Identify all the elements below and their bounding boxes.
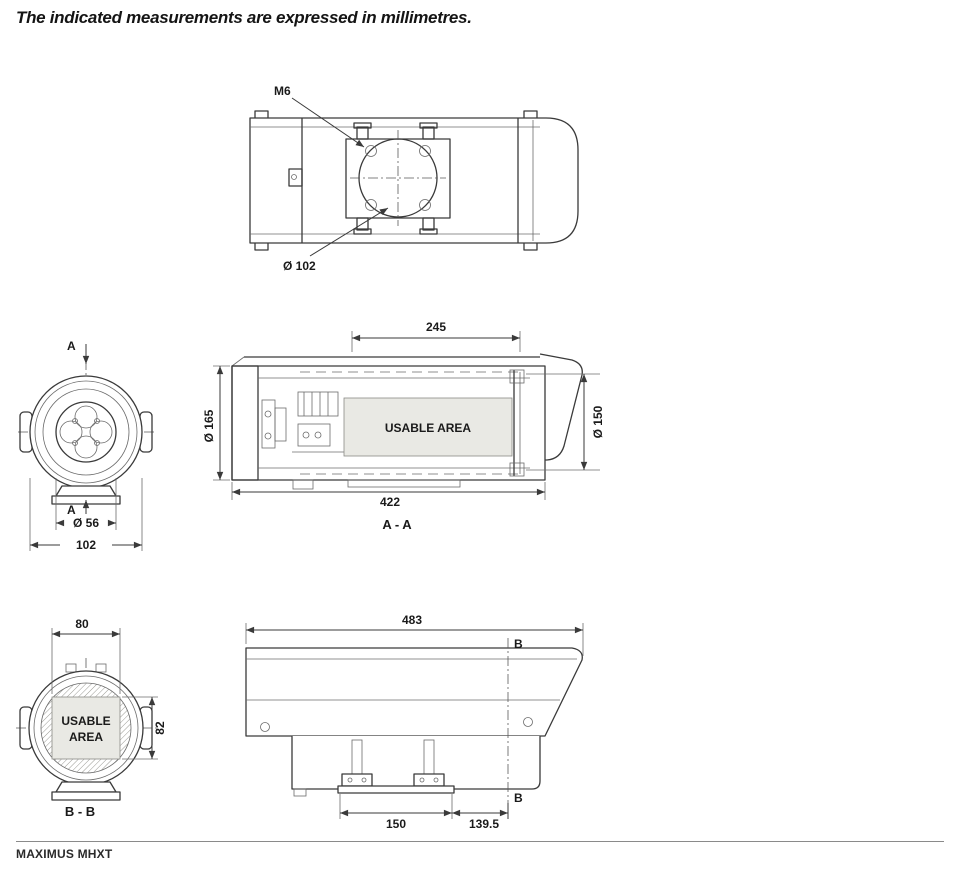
sunshield-side [245, 647, 583, 737]
dia56-label: Ø 56 [73, 516, 99, 530]
units-note: The indicated measurements are expressed… [16, 8, 472, 27]
front-view-b: USABLE AREA 80 82 B - B [16, 617, 167, 819]
usable-area-label: USABLE AREA [385, 421, 472, 435]
front-view-a: A A Ø 56 102 [18, 339, 154, 552]
latch [288, 168, 303, 187]
section-b-bottom-label: B [514, 791, 523, 805]
dia150-label: Ø 150 [591, 405, 605, 438]
section-a-bottom-label: A [67, 503, 76, 517]
usable-area-line1: USABLE [61, 714, 110, 728]
mount-foot-left [341, 773, 373, 787]
dim82-label: 82 [153, 721, 167, 735]
bottom-bracket [55, 485, 117, 497]
connector-block [297, 391, 339, 417]
footer: MAXIMUS MHXT [16, 841, 944, 861]
section-aa-caption: A - A [382, 517, 412, 532]
model-name: MAXIMUS MHXT [16, 847, 113, 861]
section-b-top-label: B [514, 637, 523, 651]
rear-cap-hatch [231, 365, 259, 481]
bottom-bracket [55, 781, 117, 793]
dia165-label: Ø 165 [202, 409, 216, 442]
side-view-b: B B 483 150 139.5 [245, 613, 584, 831]
dim245-label: 245 [426, 320, 446, 334]
section-bb-caption: B - B [65, 804, 95, 819]
mount-base [337, 785, 455, 794]
usable-area-region [343, 397, 513, 457]
dia102-label: Ø 102 [283, 259, 316, 273]
front-ring-outer [29, 375, 143, 489]
housing-body-outline [249, 117, 579, 244]
dim80-label: 80 [75, 617, 89, 631]
section-view-aa: USABLE AREA 245 Ø 165 Ø 150 422 A - A [202, 320, 605, 532]
mount-foot-right [413, 773, 445, 787]
usable-area-region [51, 696, 121, 760]
section-a-top-label: A [67, 339, 76, 353]
dim483-label: 483 [402, 613, 422, 627]
m6-label: M6 [274, 84, 291, 98]
top-view: M6 Ø 102 [249, 84, 579, 273]
dim139-label: 139.5 [469, 817, 499, 831]
width102-label: 102 [76, 538, 96, 552]
sunshield-profile [539, 353, 583, 461]
usable-area-line2: AREA [69, 730, 103, 744]
dim422-label: 422 [380, 495, 400, 509]
dim150-label: 150 [386, 817, 406, 831]
